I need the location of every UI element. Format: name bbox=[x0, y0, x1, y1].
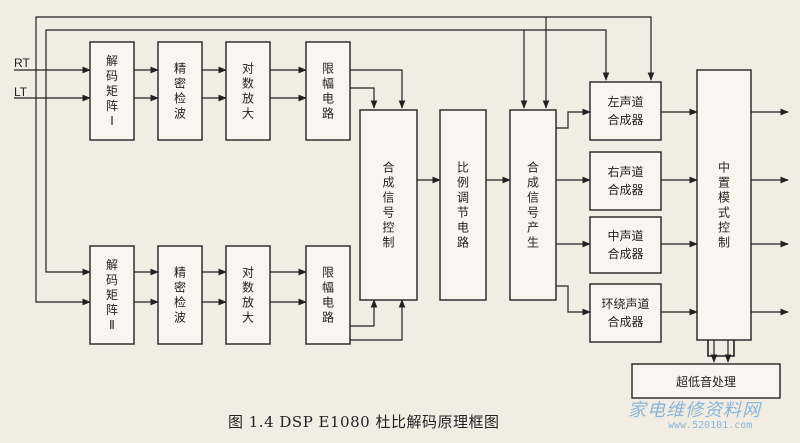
limit2-to-ctrl-a bbox=[350, 299, 378, 327]
gen-to-left bbox=[556, 108, 591, 129]
left-synth-block: 左声道合成器 bbox=[589, 81, 662, 141]
precise-detect-1-block: 精密检波 bbox=[157, 41, 203, 141]
synth-control-block: 合成信号控制 bbox=[359, 109, 418, 301]
ratio-adjust-block: 比例调节电路 bbox=[439, 109, 487, 301]
surround-synth-label: 环绕声道合成器 bbox=[601, 297, 649, 329]
center-synth-label: 中声道合成器 bbox=[607, 228, 643, 261]
ratio-adjust-label: 比例调节电路 bbox=[457, 161, 469, 250]
rt-lower-bus bbox=[35, 70, 91, 306]
surround-synth-block: 环绕声道合成器 bbox=[589, 283, 662, 343]
lt-lower-bus bbox=[45, 98, 91, 276]
limit1-to-ctrl-a bbox=[350, 87, 378, 109]
subwoofer-block: 超低音处理 bbox=[631, 363, 781, 399]
left-synth-label: 左声道合成器 bbox=[607, 94, 643, 127]
synth-generator-block: 合成信号产生 bbox=[509, 109, 557, 301]
watermark-url: www.520101.com bbox=[668, 420, 753, 431]
precise-detect-2-block: 精密检波 bbox=[157, 245, 203, 345]
synth-generator-label: 合成信号产生 bbox=[527, 160, 539, 250]
limiter-1-block: 限幅电路 bbox=[305, 41, 351, 141]
right-synth-block: 右声道合成器 bbox=[589, 151, 662, 211]
center-synth-block: 中声道合成器 bbox=[589, 216, 662, 274]
mode-to-sub-wide bbox=[707, 340, 735, 357]
limiter-2-block: 限幅电路 bbox=[305, 245, 351, 345]
lt-input-label: LT bbox=[14, 85, 28, 99]
limit1-to-ctrl-b bbox=[350, 69, 406, 109]
subwoofer-label: 超低音处理 bbox=[676, 374, 736, 389]
gen-to-surround bbox=[556, 285, 591, 316]
lt-feed-line bbox=[14, 29, 610, 99]
precise-detect-2-label: 精密检波 bbox=[174, 266, 186, 325]
limit2-to-ctrl-b bbox=[350, 299, 406, 341]
rt-feed-line bbox=[14, 16, 655, 81]
rt-input-label: RT bbox=[14, 56, 30, 70]
right-synth-label: 右声道合成器 bbox=[607, 164, 643, 197]
figure-caption: 图 1.4 DSP E1080 杜比解码原理框图 bbox=[228, 413, 500, 431]
log-amp-1-block: 对数放大 bbox=[225, 41, 271, 141]
log-amp-1-label: 对数放大 bbox=[242, 62, 254, 121]
synth-control-label: 合成信号控制 bbox=[382, 160, 394, 250]
log-amp-2-block: 对数放大 bbox=[225, 245, 271, 345]
center-mode-control-label: 中置模式控制 bbox=[718, 160, 730, 250]
limiter-1-label: 限幅电路 bbox=[322, 62, 334, 121]
watermark-logo: 家电维修资料网 bbox=[628, 400, 761, 421]
center-mode-control-block: 中置模式控制 bbox=[696, 69, 752, 341]
precise-detect-1-label: 精密检波 bbox=[174, 62, 186, 121]
limiter-2-label: 限幅电路 bbox=[322, 266, 334, 325]
log-amp-2-label: 对数放大 bbox=[242, 266, 254, 325]
